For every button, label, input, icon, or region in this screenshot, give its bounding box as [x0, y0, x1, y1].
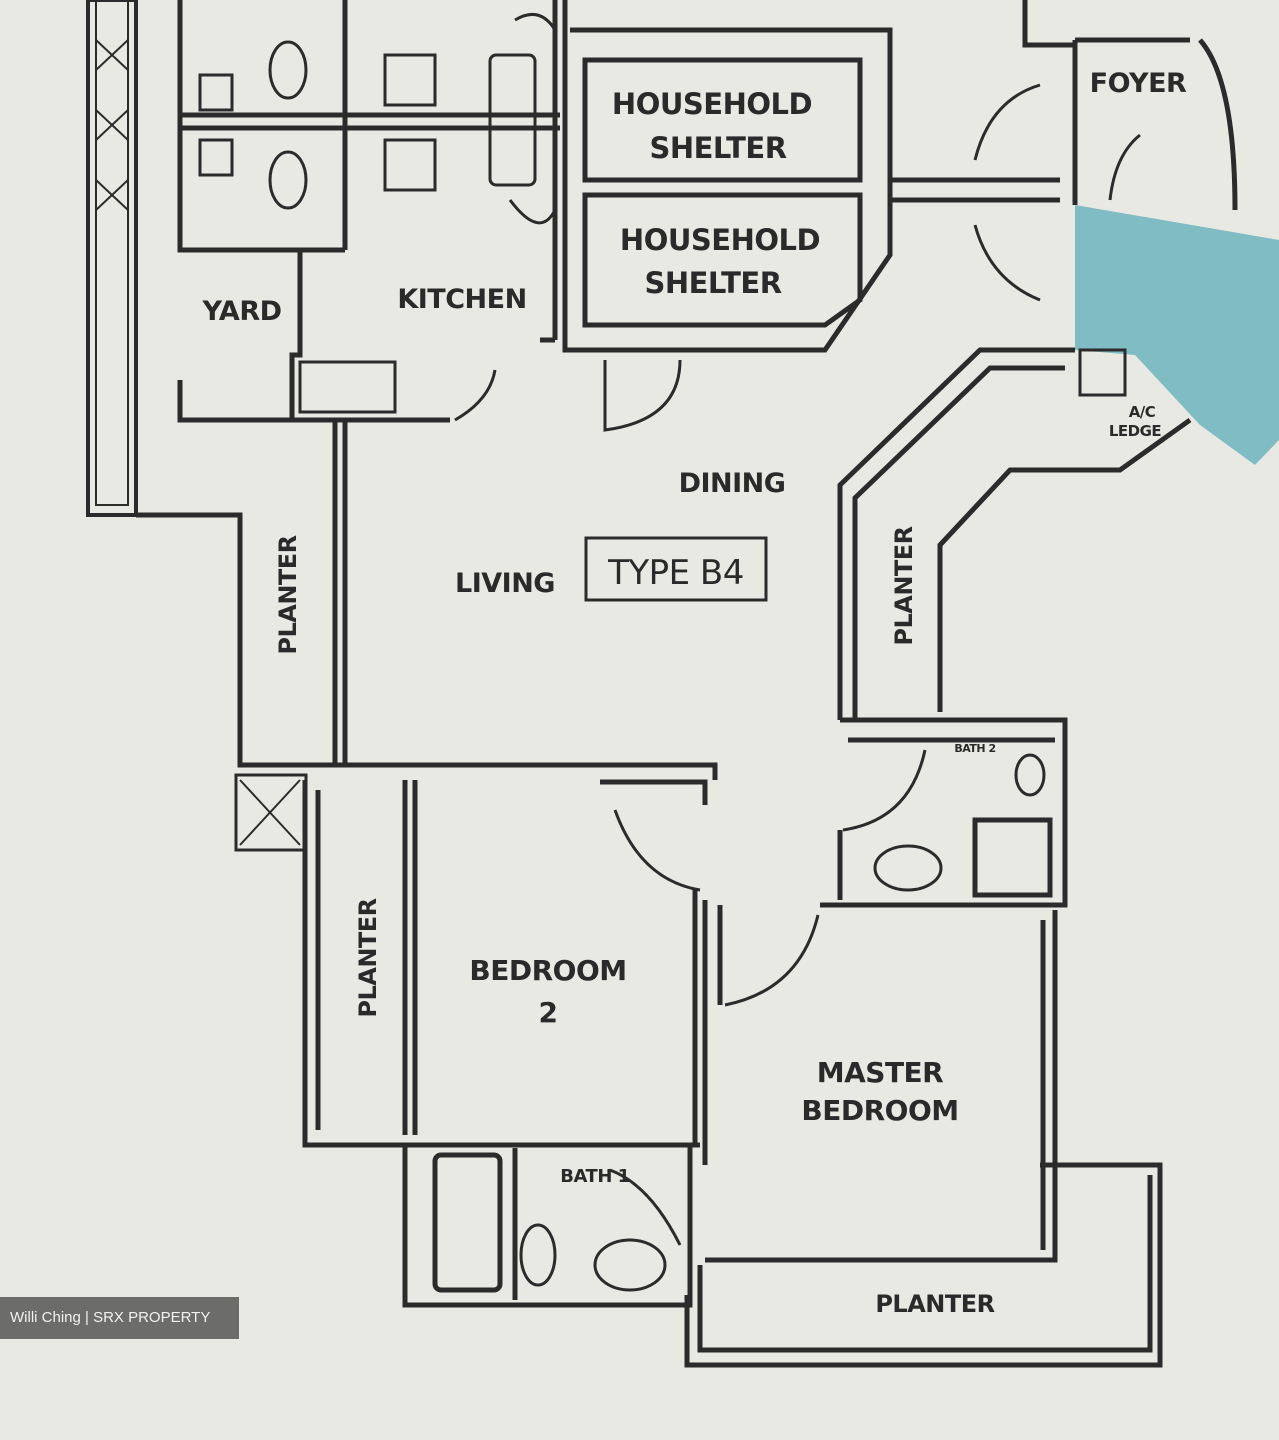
toilet-icon: [1014, 753, 1046, 797]
label-household-shelter-2a: HOUSEHOLD: [620, 223, 820, 257]
label-master-bedroom-a: MASTER: [817, 1056, 944, 1089]
type-label-box: [584, 536, 768, 602]
label-foyer: FOYER: [1090, 68, 1187, 99]
label-household-shelter-2b: SHELTER: [644, 266, 781, 300]
hatching: [95, 39, 301, 846]
toilet-icon: [519, 1223, 557, 1287]
label-bedroom-2a: BEDROOM: [469, 954, 626, 987]
label-living: LIVING: [455, 568, 555, 599]
label-household-shelter-1a: HOUSEHOLD: [612, 87, 812, 121]
toilet-icon: [873, 844, 943, 892]
label-planter-right: PLANTER: [890, 526, 918, 645]
doors: [454, 12, 1141, 1246]
pool-area: [1075, 205, 1279, 465]
label-ac-ledge-b: LEDGE: [1109, 422, 1162, 440]
stove-icon: [383, 138, 437, 192]
label-ac-ledge-a: A/C: [1129, 403, 1156, 421]
ac-unit-icon: [1078, 348, 1127, 397]
watermark: Willi Ching | SRX PROPERTY: [0, 1297, 239, 1339]
label-household-shelter-1b: SHELTER: [649, 131, 786, 165]
sink-icon: [198, 73, 234, 112]
label-yard: YARD: [201, 296, 281, 327]
sink-icon: [593, 1238, 667, 1292]
room-labels: HOUSEHOLD SHELTER HOUSEHOLD SHELTER FOYE…: [201, 68, 1187, 1318]
toilet-icon: [268, 40, 308, 100]
label-kitchen: KITCHEN: [397, 284, 526, 315]
sink-icon: [298, 360, 397, 414]
label-dining: DINING: [679, 468, 786, 499]
label-planter-bottom: PLANTER: [875, 1290, 994, 1318]
fixtures: [198, 40, 1127, 1292]
label-bath-1: BATH 1: [560, 1166, 629, 1187]
walls: [86, 0, 1238, 1368]
label-bedroom-2b: 2: [539, 996, 558, 1029]
label-bath-2: BATH 2: [954, 742, 995, 755]
stove-icon: [383, 53, 437, 107]
label-planter-bedroom: PLANTER: [354, 898, 382, 1017]
label-type: TYPE B4: [607, 553, 744, 593]
toilet-icon: [268, 150, 308, 210]
label-planter-left: PLANTER: [274, 535, 302, 654]
label-master-bedroom-b: BEDROOM: [801, 1094, 958, 1127]
sink-icon: [198, 138, 234, 177]
